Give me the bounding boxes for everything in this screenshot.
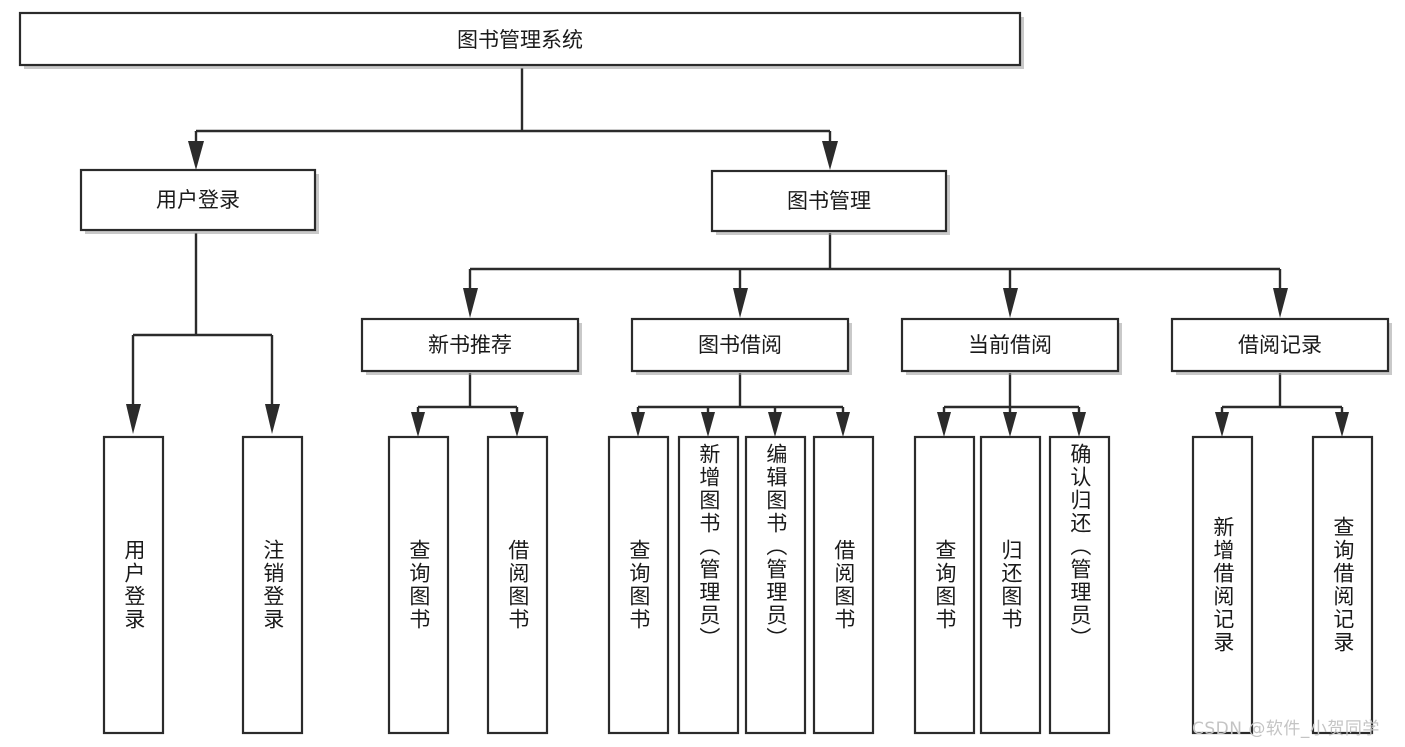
- node-current-borrow[interactable]: 当前借阅: [900, 317, 1122, 375]
- arrow-to-leaf-return-book: [1003, 412, 1017, 437]
- node-new-book-recommend[interactable]: 新书推荐: [360, 317, 582, 375]
- arrow-to-user-login: [188, 141, 204, 170]
- node-user-login[interactable]: 用户登录: [79, 168, 319, 234]
- arrow-to-leaf-query-book-3: [937, 412, 951, 437]
- book-management-box[interactable]: [710, 169, 948, 233]
- user-login-label: 用户登录: [156, 188, 240, 212]
- leaf-add-book-box[interactable]: [677, 435, 740, 735]
- arrow-to-leaf-borrow-book-2: [836, 412, 850, 437]
- leaf-query-record-box[interactable]: [1311, 435, 1374, 735]
- leaf-query-book-1-box[interactable]: [387, 435, 450, 735]
- node-book-management[interactable]: 图书管理: [710, 169, 950, 235]
- node-root[interactable]: 图书管理系统: [18, 11, 1024, 69]
- leaf-borrow-book-2-box[interactable]: [812, 435, 875, 735]
- borrow-record-label: 借阅记录: [1238, 333, 1322, 357]
- arrow-to-borrow-record: [1273, 288, 1288, 318]
- leaf-return-book-box[interactable]: [979, 435, 1042, 735]
- user-login-box[interactable]: [79, 168, 317, 232]
- arrow-to-leaf-add-book: [701, 412, 715, 437]
- leaf-add-record-box[interactable]: [1191, 435, 1254, 735]
- book-borrow-label: 图书借阅: [698, 333, 782, 357]
- borrow-record-box[interactable]: [1170, 317, 1390, 373]
- arrow-to-leaf-query-book-1: [411, 412, 425, 437]
- root-box[interactable]: [18, 11, 1022, 67]
- arrow-to-leaf-add-record: [1215, 412, 1229, 437]
- arrow-to-leaf-query-record: [1335, 412, 1349, 437]
- arrow-to-current-borrow: [1003, 288, 1018, 318]
- leaf-borrow-book-1-box[interactable]: [486, 435, 549, 735]
- node-book-borrow[interactable]: 图书借阅: [630, 317, 852, 375]
- arrow-to-leaf-query-book-2: [631, 412, 645, 437]
- book-management-label: 图书管理: [787, 189, 871, 213]
- leaf-confirm-return-box[interactable]: [1048, 435, 1111, 735]
- arrow-to-book-management: [822, 141, 838, 170]
- leaf-query-book-3-box[interactable]: [913, 435, 976, 735]
- arrow-to-new-book-recommend: [463, 288, 478, 318]
- leaf-edit-book-box[interactable]: [744, 435, 807, 735]
- leaf-layer: [102, 435, 1374, 735]
- csdn-watermark: CSDN @软件_小贺同学: [1192, 719, 1380, 739]
- root-label: 图书管理系统: [457, 28, 583, 52]
- arrow-to-leaf-borrow-book-1: [510, 412, 524, 437]
- new-book-recommend-label: 新书推荐: [428, 333, 512, 357]
- leaf-logout-login-box[interactable]: [241, 435, 304, 735]
- arrow-to-leaf-confirm-return: [1072, 412, 1086, 437]
- arrow-to-leaf-logout-login: [265, 404, 280, 434]
- leaf-query-book-2-box[interactable]: [607, 435, 670, 735]
- new-book-recommend-box[interactable]: [360, 317, 580, 373]
- current-borrow-label: 当前借阅: [968, 333, 1052, 357]
- arrow-to-leaf-edit-book: [768, 412, 782, 437]
- arrow-to-book-borrow: [733, 288, 748, 318]
- book-borrow-box[interactable]: [630, 317, 850, 373]
- arrow-to-leaf-user-login: [126, 404, 141, 434]
- leaf-user-login-box[interactable]: [102, 435, 165, 735]
- node-borrow-record[interactable]: 借阅记录: [1170, 317, 1392, 375]
- current-borrow-box[interactable]: [900, 317, 1120, 373]
- connector-layer: [126, 68, 1349, 437]
